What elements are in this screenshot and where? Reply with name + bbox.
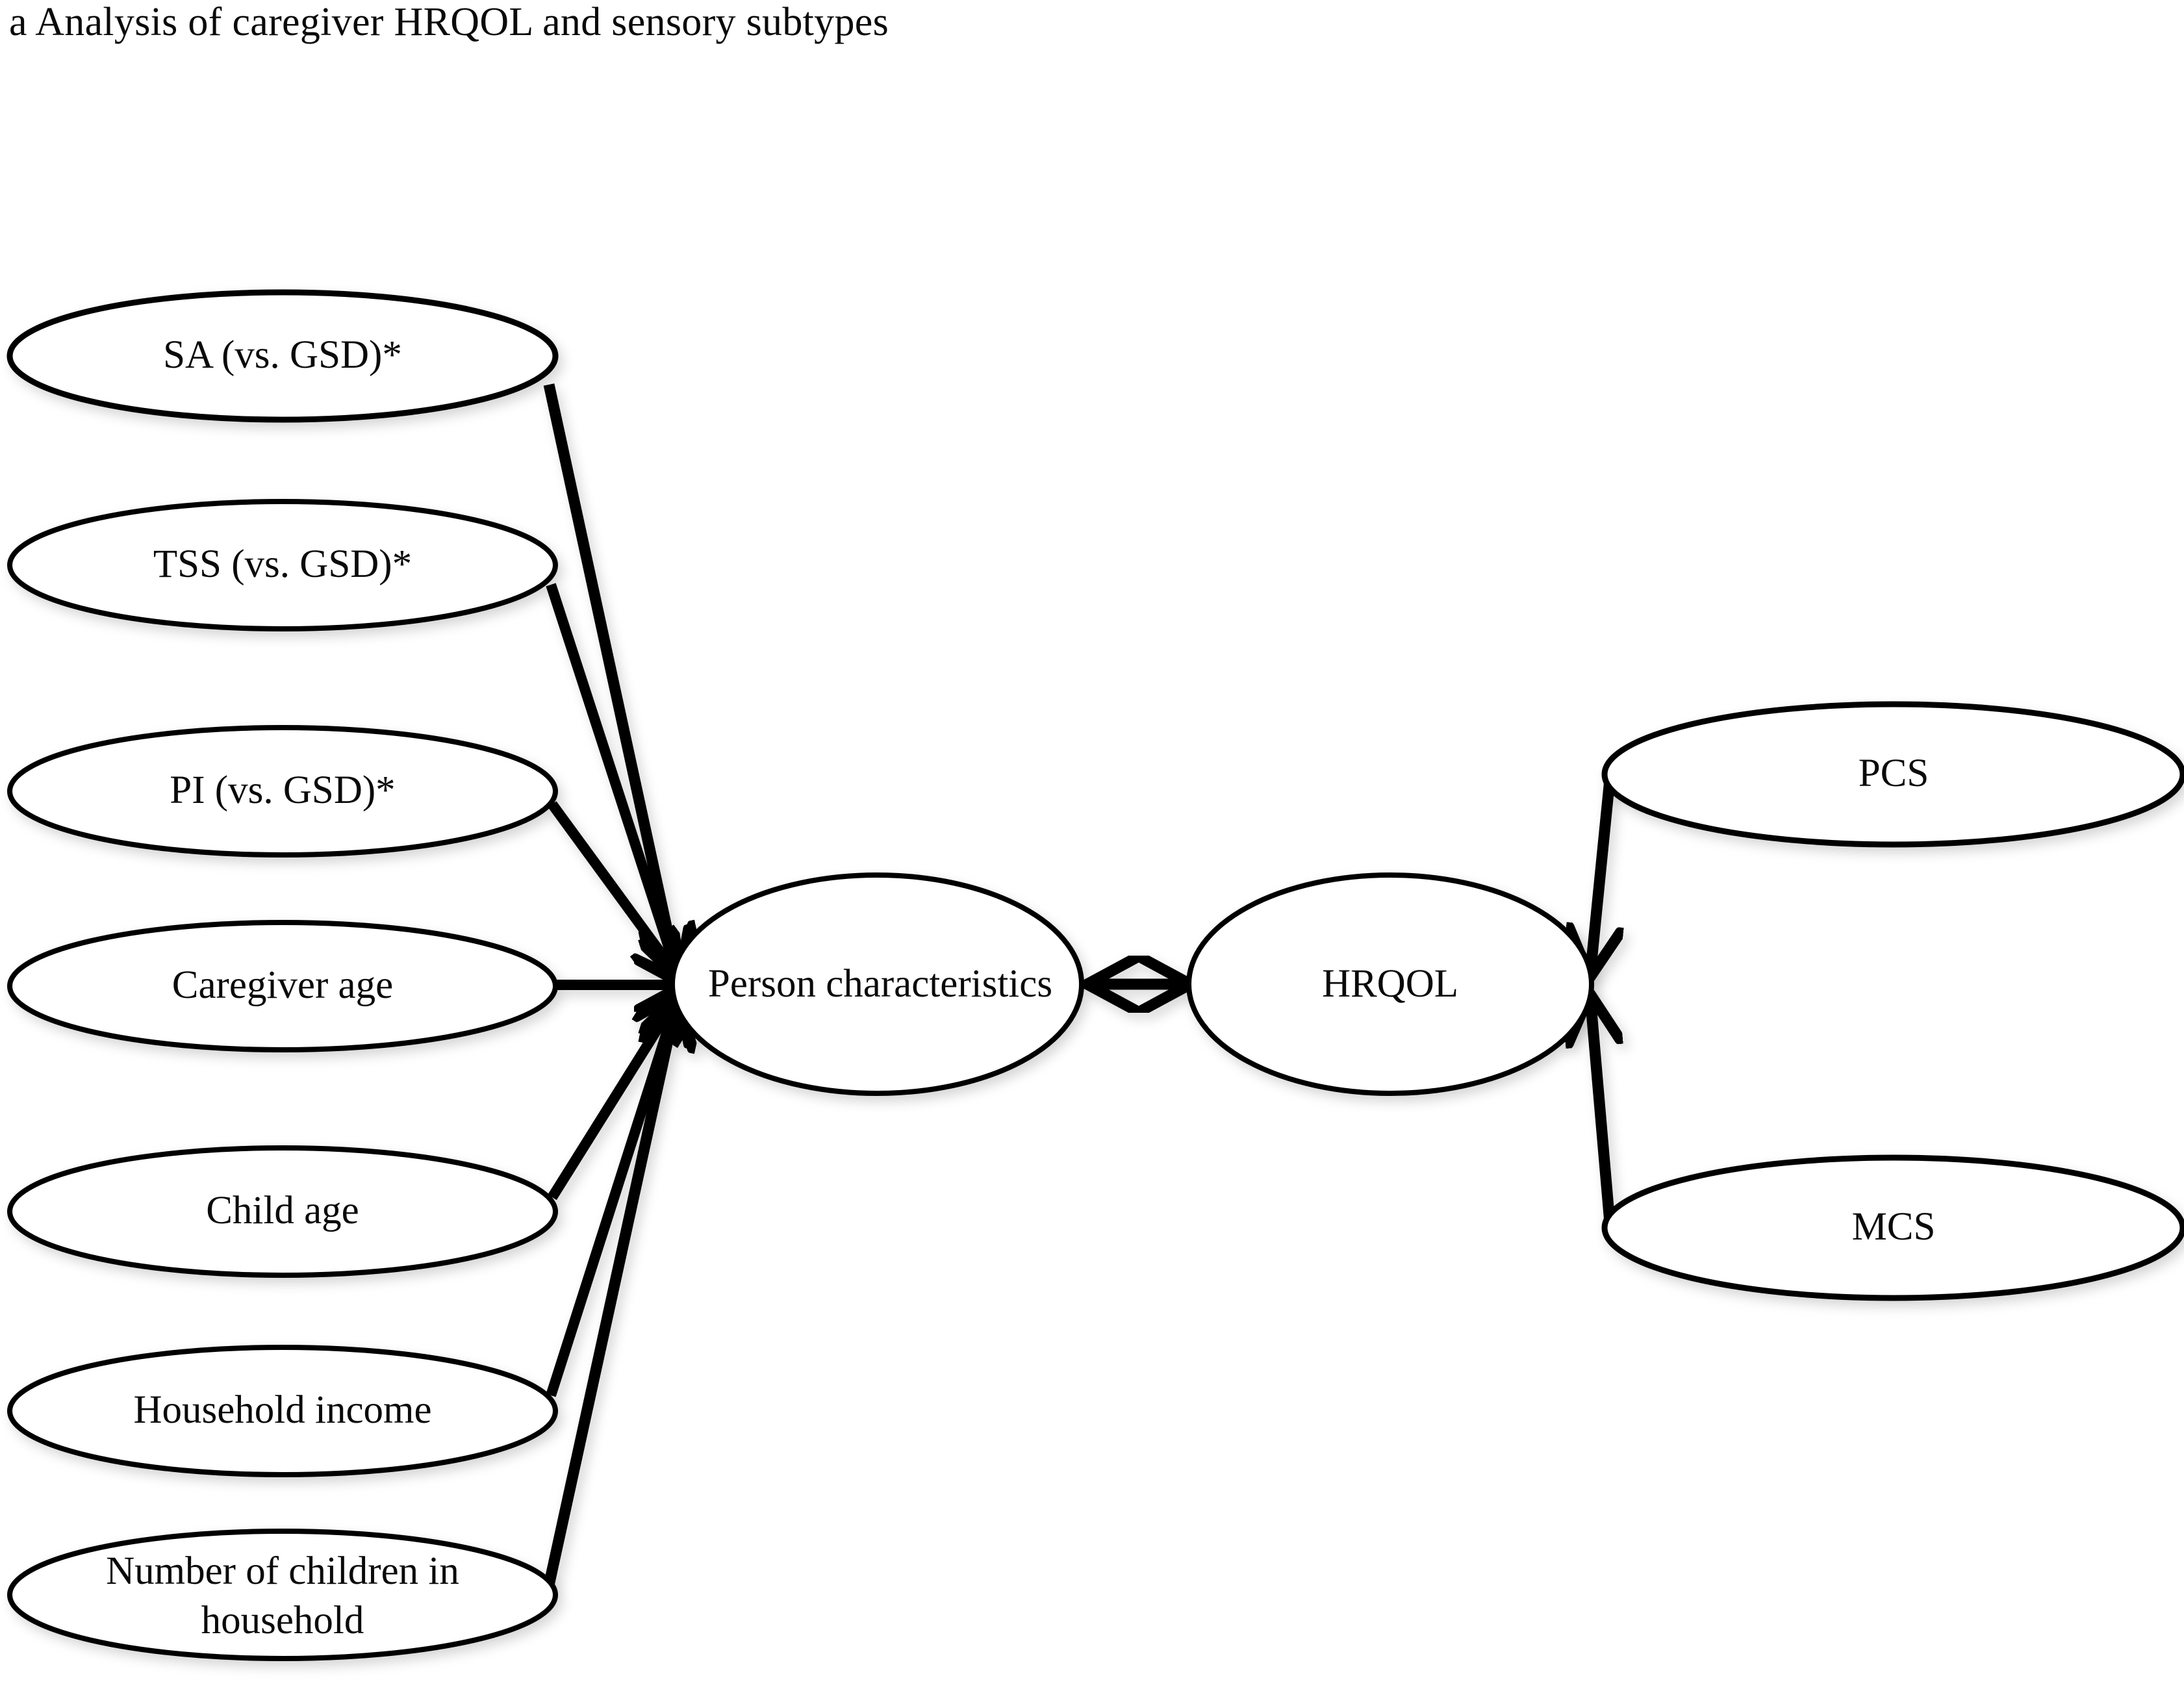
node-child-age-label: Child age	[206, 1189, 359, 1232]
node-person-characteristics-label: Person characteristics	[708, 962, 1052, 1006]
node-number-of-children-ellipse	[7, 1529, 558, 1661]
node-caregiver-age-ellipse	[7, 920, 558, 1052]
node-pcs[interactable]: PCS	[1601, 701, 2184, 848]
edge-pi-to-person	[548, 801, 679, 978]
node-caregiver-age[interactable]: Caregiver age	[7, 920, 558, 1052]
node-hrqol-ellipse	[1186, 872, 1594, 1096]
node-caregiver-age-label: Caregiver age	[172, 963, 393, 1007]
node-hrqol[interactable]: HRQOL	[1186, 872, 1594, 1096]
node-number-of-children-label-line1: Number of children in	[106, 1549, 459, 1593]
node-child-age[interactable]: Child age	[7, 1145, 558, 1278]
node-pcs-label: PCS	[1859, 752, 1929, 795]
node-sa-label: SA (vs. GSD)*	[163, 333, 402, 377]
node-person-characteristics-ellipse	[670, 872, 1084, 1096]
edge-tss-to-person	[546, 583, 678, 976]
node-sa-ellipse	[6, 289, 559, 423]
node-person-characteristics[interactable]: Person characteristics	[670, 872, 1084, 1096]
node-mcs-ellipse	[1601, 1154, 2184, 1301]
edge-household-income-to-person	[546, 997, 678, 1397]
node-number-of-children[interactable]: Number of children in household	[7, 1529, 558, 1661]
node-pi-ellipse	[7, 725, 558, 858]
node-pi-label: PI (vs. GSD)*	[170, 769, 395, 812]
edge-mcs-to-hrqol	[1590, 997, 1610, 1223]
edge-layer	[543, 383, 1610, 1586]
node-mcs-label: MCS	[1852, 1205, 1936, 1249]
node-child-age-ellipse	[7, 1145, 558, 1278]
node-number-of-children-label-line2: household	[201, 1599, 364, 1642]
node-household-income[interactable]: Household income	[7, 1345, 558, 1477]
node-household-income-ellipse	[7, 1345, 558, 1477]
edge-pcs-to-hrqol	[1590, 779, 1610, 974]
node-tss-ellipse	[7, 499, 558, 631]
node-tss[interactable]: TSS (vs. GSD)*	[7, 499, 558, 631]
node-tss-label: TSS (vs. GSD)*	[153, 542, 412, 586]
node-hrqol-label: HRQOL	[1322, 962, 1458, 1006]
indicator-node-group: PCS MCS	[1601, 701, 2184, 1301]
node-mcs[interactable]: MCS	[1601, 1154, 2184, 1301]
figure-title: a Analysis of caregiver HRQOL and sensor…	[9, 0, 889, 44]
node-pcs-ellipse	[1601, 701, 2184, 848]
edge-number-of-children-to-person	[543, 999, 677, 1586]
edge-sa-to-person	[543, 383, 677, 974]
node-sa[interactable]: SA (vs. GSD)*	[6, 289, 559, 423]
predictor-node-group: SA (vs. GSD)* TSS (vs. GSD)* PI (vs. GSD…	[6, 289, 559, 1661]
latent-node-group: Person characteristics HRQOL	[670, 872, 1594, 1096]
node-household-income-label: Household income	[133, 1388, 431, 1432]
node-pi[interactable]: PI (vs. GSD)*	[7, 725, 558, 858]
